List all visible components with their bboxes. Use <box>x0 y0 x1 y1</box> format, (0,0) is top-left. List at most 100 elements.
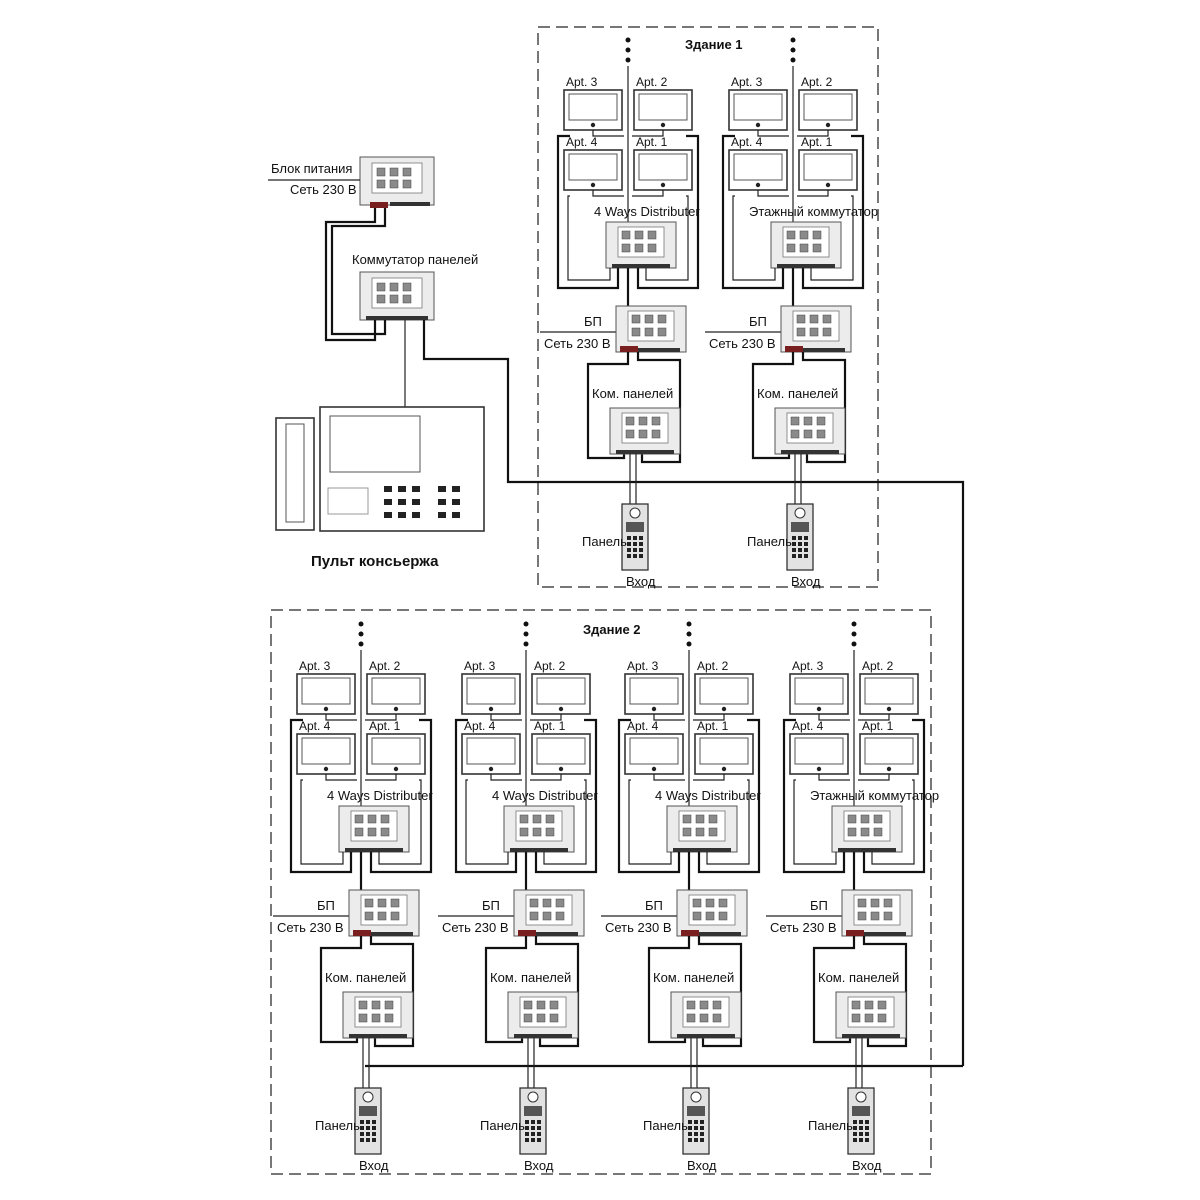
continuation-dot <box>523 641 529 647</box>
monitor-apt-3 <box>624 673 684 715</box>
concierge-console <box>275 406 485 532</box>
apartment-label: Apt. 4 <box>792 719 824 733</box>
apartment-label: Apt. 3 <box>627 659 659 673</box>
concierge-mains-label: Сеть 230 В <box>290 182 357 197</box>
panel-label: Панель <box>808 1118 853 1133</box>
switch-label: 4 Ways Distributer <box>594 204 700 219</box>
apartment-label: Apt. 4 <box>731 135 763 149</box>
apartment-label: Apt. 2 <box>697 659 729 673</box>
apartment-label: Apt. 4 <box>627 719 659 733</box>
apartment-label: Apt. 4 <box>464 719 496 733</box>
monitor-apt-1 <box>366 733 426 775</box>
monitor-apt-4 <box>789 733 849 775</box>
power-supply <box>780 305 852 353</box>
building-2-frame <box>270 609 932 1175</box>
continuation-dot <box>851 621 857 627</box>
panel-switch <box>609 407 681 455</box>
apartment-label: Apt. 2 <box>369 659 401 673</box>
building-1-frame <box>537 26 879 588</box>
monitor-apt-4 <box>624 733 684 775</box>
monitor-apt-2 <box>633 89 693 131</box>
monitor-apt-3 <box>296 673 356 715</box>
apartment-label: Apt. 3 <box>566 75 598 89</box>
monitor-apt-3 <box>461 673 521 715</box>
distributor <box>666 805 738 853</box>
panel-switch-label: Ком. панелей <box>490 970 571 985</box>
apartment-label: Apt. 3 <box>464 659 496 673</box>
monitor-apt-3 <box>563 89 623 131</box>
apartment-label: Apt. 2 <box>534 659 566 673</box>
mains-label: Сеть 230 В <box>770 920 837 935</box>
continuation-dot <box>523 621 529 627</box>
panel-label: Панель <box>480 1118 525 1133</box>
monitor-apt-4 <box>296 733 356 775</box>
entrance-label: Вход <box>791 574 821 589</box>
entrance-label: Вход <box>524 1158 554 1173</box>
entrance-label: Вход <box>687 1158 717 1173</box>
continuation-dot <box>358 631 364 637</box>
monitor-apt-1 <box>694 733 754 775</box>
panel-switch-label: Ком. панелей <box>757 386 838 401</box>
monitor-apt-4 <box>563 149 623 191</box>
apartment-label: Apt. 3 <box>299 659 331 673</box>
switch-label: Этажный коммутатор <box>749 204 878 219</box>
power-supply <box>676 889 748 937</box>
apartment-label: Apt. 2 <box>636 75 668 89</box>
concierge-title: Пульт консьержа <box>311 553 439 570</box>
continuation-dot <box>790 57 796 63</box>
apartment-label: Apt. 2 <box>862 659 894 673</box>
monitor-apt-2 <box>694 673 754 715</box>
psu-label: БП <box>645 898 663 913</box>
apartment-label: Apt. 3 <box>731 75 763 89</box>
floor-switch <box>770 221 842 269</box>
monitor-apt-4 <box>461 733 521 775</box>
continuation-dot <box>686 631 692 637</box>
apartment-label: Apt. 1 <box>636 135 668 149</box>
monitor-apt-2 <box>531 673 591 715</box>
monitor-apt-3 <box>728 89 788 131</box>
continuation-dot <box>790 47 796 53</box>
switch-label: 4 Ways Distributer <box>327 788 433 803</box>
entrance-label: Вход <box>359 1158 389 1173</box>
floor-switch <box>831 805 903 853</box>
continuation-dot <box>358 641 364 647</box>
entrance-label: Вход <box>626 574 656 589</box>
outdoor-panel <box>519 1087 547 1155</box>
riser-1: Apt. 3 Apt. 2 Apt. 4 Apt. 1 4 Ways Distribut… <box>540 37 700 589</box>
apartment-label: Apt. 4 <box>566 135 598 149</box>
monitor-apt-2 <box>859 673 919 715</box>
concierge-power-supply <box>359 156 435 208</box>
panel-switch-label: Ком. панелей <box>592 386 673 401</box>
panel-switch <box>774 407 846 455</box>
switch-label: 4 Ways Distributer <box>655 788 761 803</box>
continuation-dot <box>851 641 857 647</box>
distributor <box>338 805 410 853</box>
continuation-dot <box>790 37 796 43</box>
concierge-switch-label: Коммутатор панелей <box>352 252 478 267</box>
power-supply <box>513 889 585 937</box>
continuation-dot <box>686 621 692 627</box>
switch-label: 4 Ways Distributer <box>492 788 598 803</box>
monitor-apt-1 <box>859 733 919 775</box>
panel-label: Панель <box>315 1118 360 1133</box>
mains-label: Сеть 230 В <box>544 336 611 351</box>
psu-label: БП <box>810 898 828 913</box>
panel-switch-label: Ком. панелей <box>325 970 406 985</box>
psu-label: БП <box>584 314 602 329</box>
distributor <box>503 805 575 853</box>
concierge-section: Блок питания Сеть 230 В Коммутатор панел… <box>268 156 965 1066</box>
power-supply <box>348 889 420 937</box>
continuation-dot <box>523 631 529 637</box>
continuation-dot <box>625 47 631 53</box>
outdoor-panel <box>786 503 814 571</box>
panel-switch <box>507 991 579 1039</box>
continuation-dot <box>851 631 857 637</box>
apartment-label: Apt. 1 <box>369 719 401 733</box>
panel-switch-label: Ком. панелей <box>653 970 734 985</box>
power-supply <box>841 889 913 937</box>
